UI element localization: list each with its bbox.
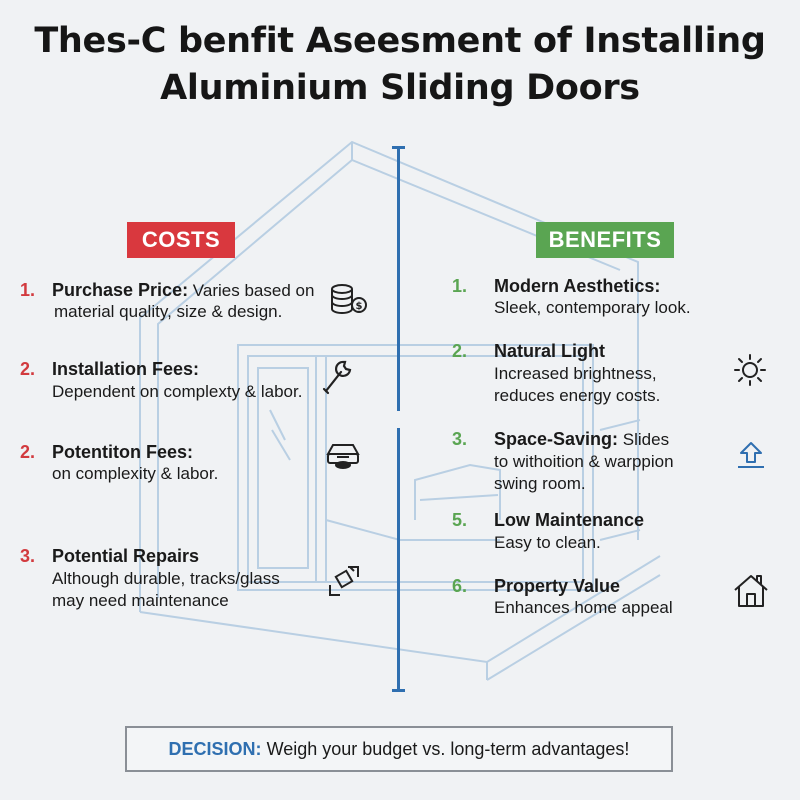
cost-item-1: Purchase Price: Varies based on <box>52 279 314 302</box>
title-line-2: Aluminium Sliding Doors <box>160 68 640 108</box>
benefit-3-detail-1: to withoition & warppion <box>494 452 674 471</box>
benefit-2-heading: Natural Light <box>494 341 605 361</box>
benefit-3-number: 3. <box>452 429 468 449</box>
coins-dollar-icon: $ <box>331 284 367 315</box>
center-divider-top <box>397 147 400 411</box>
benefit-item-3: Space-Saving: Slides <box>494 428 669 451</box>
cost-3-number: 2. <box>20 442 36 462</box>
cost-4-heading: Potential Repairs <box>52 546 200 566</box>
cost-2-heading: Installation Fees: <box>52 359 200 379</box>
cost-1-number: 1. <box>20 280 36 300</box>
cost-4-detail-2: may need maintenance <box>52 591 229 610</box>
costs-badge: COSTS <box>127 222 235 258</box>
title-line-1: Thes-C benfit Aseesment of Installing <box>34 21 766 61</box>
benefit-4-detail: Easy to clean. <box>494 533 601 552</box>
benefit-3-detail-2: swing room. <box>494 474 586 493</box>
cost-item-3: Potentiton Fees: <box>52 441 193 464</box>
benefit-5-number: 6. <box>452 576 468 596</box>
decision-box: DECISION: Weigh your budget vs. long-ter… <box>125 726 673 772</box>
page-title: Thes-C benfit Aseesment of Installing Al… <box>0 18 800 112</box>
benefit-2-detail-1: Increased brightness, <box>494 364 657 383</box>
benefit-1-detail: Sleek, contemporary look. <box>494 298 691 317</box>
cost-4-number: 3. <box>20 546 36 566</box>
benefit-item-5: Property Value <box>494 575 620 598</box>
benefit-1-heading: Modern Aesthetics: <box>494 276 661 296</box>
benefit-item-2: Natural Light <box>494 340 605 363</box>
divider-cap-top <box>392 146 405 149</box>
house-icon <box>734 575 768 607</box>
benefit-3-heading: Space-Saving: <box>494 429 619 449</box>
benefit-2-number: 2. <box>452 341 468 361</box>
decision-label: DECISION: <box>168 739 262 759</box>
benefit-2-detail-2: reduces energy costs. <box>494 386 661 405</box>
cost-2-detail: Dependent on complexty & labor. <box>52 382 303 401</box>
sun-icon <box>734 354 766 386</box>
cost-item-4: Potential Repairs <box>52 545 199 568</box>
benefit-item-4: Low Maintenance <box>494 509 644 532</box>
benefit-4-number: 5. <box>452 510 468 530</box>
cost-1-detail: material quality, size & design. <box>54 302 283 321</box>
wrench-icon <box>322 360 352 395</box>
cost-3-heading: Potentiton Fees: <box>52 442 194 462</box>
lamp-icon <box>326 444 360 469</box>
benefits-badge: BENEFITS <box>536 222 674 258</box>
decision-text: Weigh your budget vs. long-term advantag… <box>261 739 630 759</box>
cost-item-2: Installation Fees: <box>52 358 199 381</box>
benefit-4-heading: Low Maintenance <box>494 510 645 530</box>
cost-4-detail-1: Although durable, tracks/glass <box>52 569 280 588</box>
benefit-3-text: Slides <box>618 430 670 449</box>
benefit-5-detail: Enhances home appeal <box>494 598 673 617</box>
up-arrow-icon <box>738 442 764 468</box>
cost-1-text: Varies based on <box>188 281 315 300</box>
cost-3-detail: on complexity & labor. <box>52 464 219 483</box>
benefit-item-1: Modern Aesthetics: <box>494 275 660 298</box>
benefit-5-heading: Property Value <box>494 576 621 596</box>
cost-2-number: 2. <box>20 359 36 379</box>
divider-cap-bottom <box>392 689 405 692</box>
glass-pane-icon <box>329 566 359 596</box>
center-divider-bottom <box>397 428 400 690</box>
svg-text:$: $ <box>356 301 363 312</box>
cost-1-heading: Purchase Price: <box>52 280 189 300</box>
benefit-1-number: 1. <box>452 276 468 296</box>
